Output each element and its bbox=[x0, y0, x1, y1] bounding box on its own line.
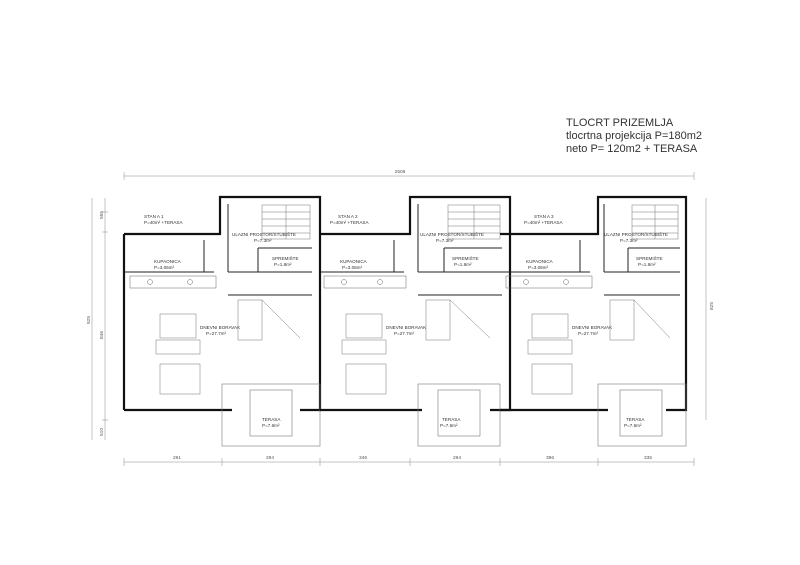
dim-bottom-2: 294 bbox=[266, 455, 274, 461]
left-dimension-chain bbox=[91, 198, 108, 440]
exterior-walls bbox=[500, 195, 688, 412]
entrance-area: P=7.3m² bbox=[254, 238, 272, 243]
kitchen-counter bbox=[505, 275, 593, 289]
storage-label: SPREMIŠTE bbox=[636, 255, 663, 261]
stairs bbox=[631, 204, 679, 240]
unit-area: P=40m² +TERASA bbox=[144, 220, 183, 225]
entrance-label: ULAZNI PROSTOR/STUBIŠTE bbox=[232, 231, 296, 237]
storage-area: P=1.8m² bbox=[274, 262, 292, 267]
exterior-walls bbox=[320, 195, 512, 412]
unit-a2: STAN A 2 P=40m² +TERASA ULAZNI PROSTOR/S… bbox=[320, 195, 512, 447]
living-label: DNEVNI BORAVAK bbox=[386, 325, 427, 330]
projection-area: tlocrtna projekcija P=180m2 bbox=[566, 130, 703, 142]
dim-left-2: 925 bbox=[86, 316, 92, 324]
living-furniture bbox=[155, 299, 301, 395]
unit-area: P=40m² +TERASA bbox=[330, 220, 369, 225]
living-furniture bbox=[341, 299, 491, 395]
kitchen-counter bbox=[129, 275, 217, 289]
terrace-area: P=7.6m² bbox=[440, 423, 458, 428]
exterior-walls bbox=[122, 195, 322, 412]
storage-area: P=1.8m² bbox=[638, 262, 656, 267]
dim-left-3: 846 bbox=[99, 331, 105, 339]
terrace-label: TERASA bbox=[626, 417, 645, 422]
unit-name: STAN A 3 bbox=[534, 214, 554, 219]
drawing-title: TLOCRT PRIZEMLJA bbox=[566, 117, 674, 129]
terrace-outline bbox=[417, 383, 501, 447]
bath-label: KUPAONICA bbox=[154, 259, 182, 264]
dim-right: 825 bbox=[709, 302, 715, 310]
terrace-label: TERASA bbox=[262, 417, 281, 422]
living-furniture bbox=[527, 299, 671, 395]
bottom-dimension-chain bbox=[123, 458, 695, 466]
bath-area: P=3.06m² bbox=[528, 265, 549, 270]
unit-a1: STAN A 1 P=40m² +TERASA ULAZNI PROSTOR/S… bbox=[122, 195, 322, 447]
entrance-label: ULAZNI PROSTOR/STUBIŠTE bbox=[604, 231, 668, 237]
kitchen-counter bbox=[323, 275, 407, 289]
stairs bbox=[261, 204, 311, 240]
living-area: P=27.7m² bbox=[394, 331, 415, 336]
dim-bottom-4: 294 bbox=[453, 455, 461, 461]
dim-bottom-1: 291 bbox=[173, 455, 181, 461]
terrace-label: TERASA bbox=[442, 417, 461, 422]
title-block: TLOCRT PRIZEMLJA tlocrtna projekcija P=1… bbox=[566, 117, 702, 156]
entrance-area: P=7.3m² bbox=[620, 238, 638, 243]
dim-bottom-3: 346 bbox=[359, 455, 367, 461]
interior-walls bbox=[124, 204, 312, 296]
unit-area: P=40m² +TERASA bbox=[524, 220, 563, 225]
dim-left-1: 555 bbox=[99, 211, 105, 219]
entrance-area: P=7.3m² bbox=[436, 238, 454, 243]
bath-label: KUPAONICA bbox=[526, 259, 554, 264]
living-area: P=27.7m² bbox=[578, 331, 599, 336]
stairs bbox=[447, 204, 501, 240]
interior-walls bbox=[500, 204, 680, 296]
bath-area: P=3.06m² bbox=[154, 265, 175, 270]
living-label: DNEVNI BORAVAK bbox=[200, 325, 241, 330]
net-area: neto P= 120m2 + TERASA bbox=[566, 143, 698, 155]
dim-overall: 2506 bbox=[395, 169, 406, 175]
unit-name: STAN A 1 bbox=[144, 214, 164, 219]
terrace-area: P=7.6m² bbox=[624, 423, 642, 428]
top-dimension bbox=[123, 172, 695, 180]
storage-label: SPREMIŠTE bbox=[452, 255, 479, 261]
bath-area: P=3.06m² bbox=[342, 265, 363, 270]
living-area: P=27.7m² bbox=[206, 331, 227, 336]
storage-area: P=1.8m² bbox=[454, 262, 472, 267]
interior-walls bbox=[320, 204, 502, 296]
living-label: DNEVNI BORAVAK bbox=[572, 325, 613, 330]
terrace-outline bbox=[221, 383, 321, 447]
terrace-outline bbox=[597, 383, 687, 447]
storage-label: SPREMIŠTE bbox=[272, 255, 299, 261]
unit-name: STAN A 2 bbox=[338, 214, 358, 219]
bath-label: KUPAONICA bbox=[340, 259, 368, 264]
dim-left-4: 510 bbox=[99, 428, 105, 436]
dim-bottom-5: 396 bbox=[546, 455, 554, 461]
unit-a3: STAN A 3 P=40m² +TERASA ULAZNI PROSTOR/S… bbox=[500, 195, 688, 447]
dim-bottom-6: 335 bbox=[644, 455, 652, 461]
terrace-area: P=7.6m² bbox=[262, 423, 280, 428]
entrance-label: ULAZNI PROSTOR/STUBIŠTE bbox=[420, 231, 484, 237]
